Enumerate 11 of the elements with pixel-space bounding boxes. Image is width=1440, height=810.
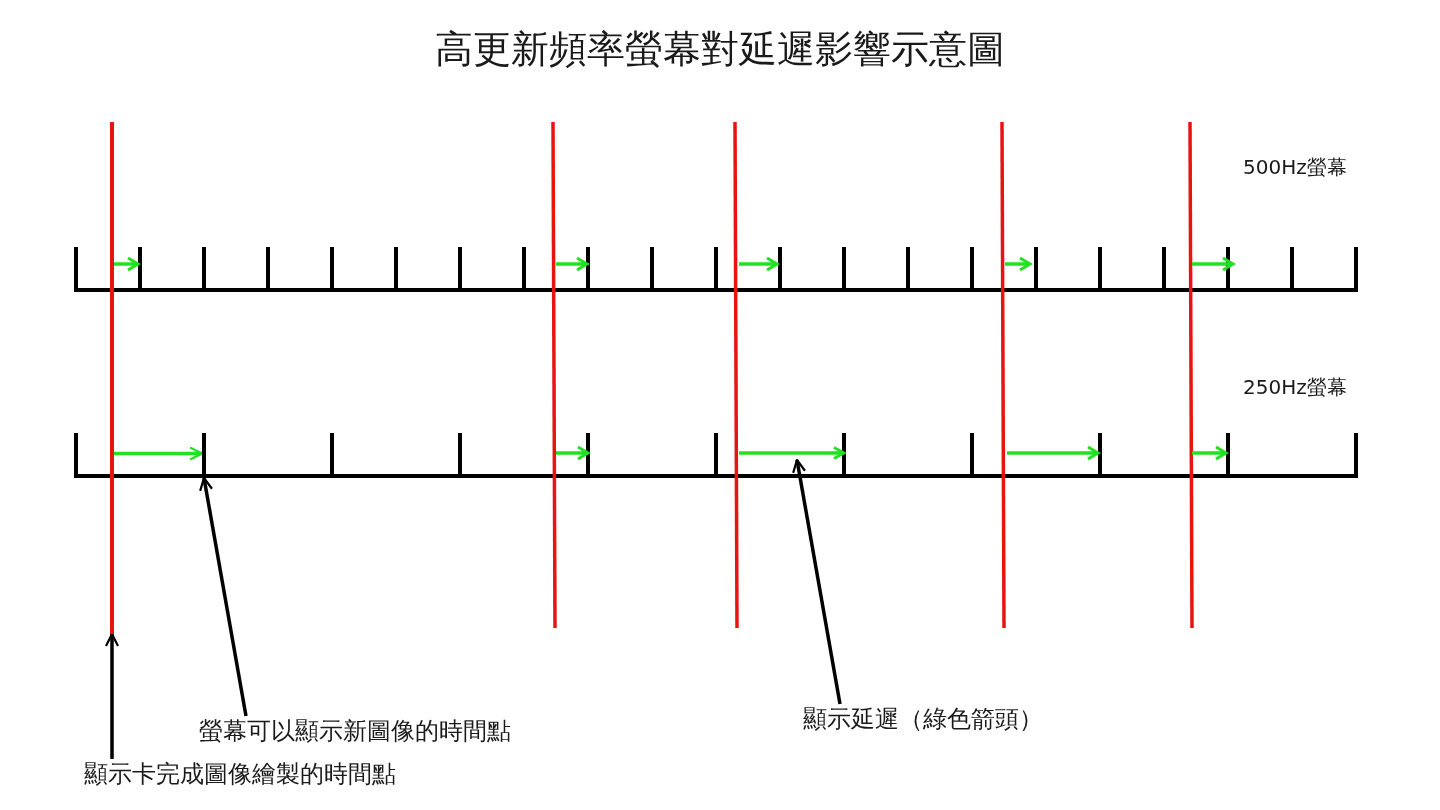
leader-arrow — [792, 458, 842, 705]
annotation-text: 顯示延遲（綠色箭頭） — [803, 704, 1043, 734]
leader-arrow — [199, 476, 248, 717]
annotation-text: 顯示卡完成圖像繪製的時間點 — [84, 759, 396, 789]
diagram-title: 高更新頻率螢幕對延遲影響示意圖 — [435, 26, 1005, 73]
dimension-arrow — [114, 446, 204, 461]
row-label: 250Hz螢幕 — [1243, 375, 1347, 400]
row-label: 500Hz螢幕 — [1243, 155, 1347, 180]
annotation-text: 螢幕可以顯示新圖像的時間點 — [199, 716, 511, 746]
leader-arrow — [104, 632, 120, 759]
dimension-arrow — [738, 446, 846, 460]
